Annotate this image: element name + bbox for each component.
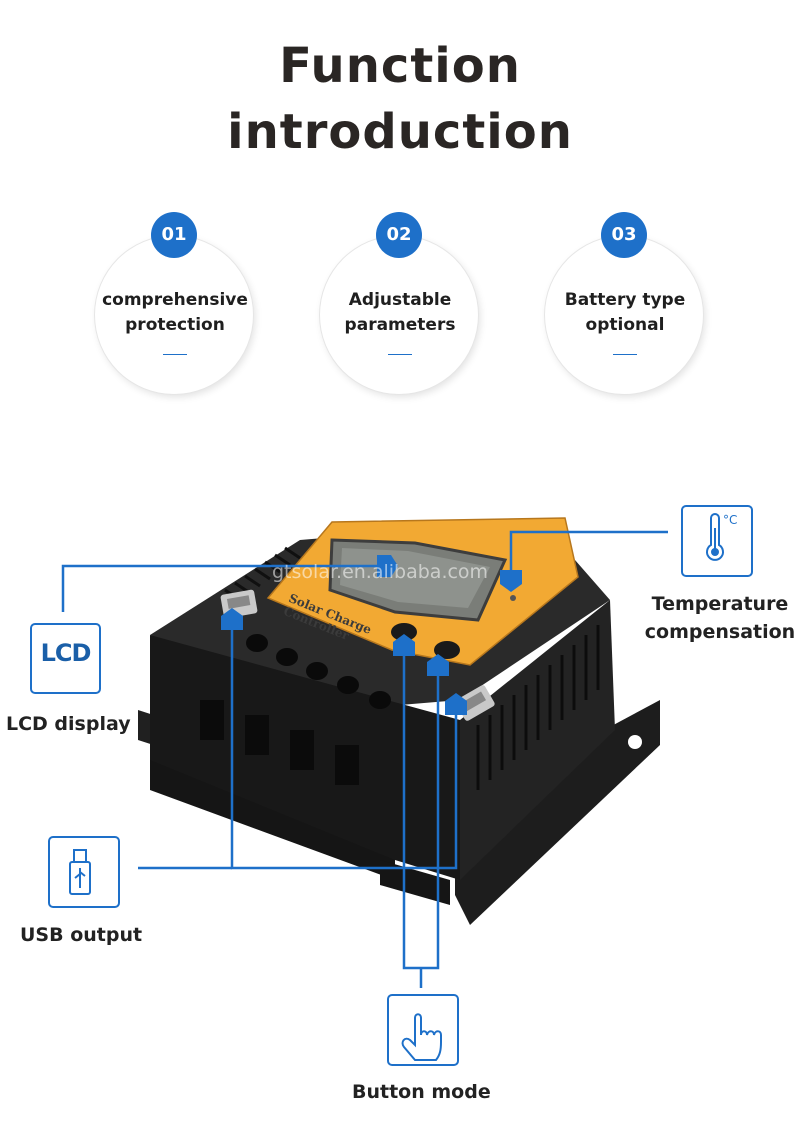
arrow-usb-right — [445, 693, 467, 715]
panel-button-left[interactable] — [391, 623, 417, 641]
feature-line2: parameters — [344, 315, 456, 335]
panel-button-right[interactable] — [434, 641, 460, 659]
mounting-flange-right — [455, 700, 660, 925]
feature-divider — [388, 354, 412, 355]
callout-arrows — [221, 555, 522, 715]
feature-circle — [95, 236, 253, 394]
callout-lines — [61, 530, 668, 988]
thermometer-icon-drawing — [706, 513, 724, 561]
feature-text: Adjustable parameters — [315, 288, 485, 338]
temperature-label-line1: Temperature — [651, 593, 789, 615]
feature-number-badge: 02 — [376, 212, 422, 258]
usb-icon — [48, 836, 120, 908]
temperature-label: Temperature compensation — [640, 590, 800, 646]
lcd-icon: LCD — [30, 623, 101, 694]
arrow-usb-left — [221, 608, 243, 630]
arrow-lcd — [377, 555, 398, 577]
finger-press-icon-drawing — [401, 1013, 442, 1061]
arrow-button-left — [393, 634, 415, 656]
feature-line1: Battery type — [564, 290, 686, 310]
button-mode-label: Button mode — [352, 1081, 491, 1103]
feature-line1: comprehensive — [102, 290, 248, 310]
watermark: gtsolar.en.alibaba.com — [272, 561, 489, 583]
page-title-line2: introduction — [227, 104, 573, 160]
page-title-line1: Function — [279, 38, 521, 94]
thermometer-icon: °C — [681, 505, 753, 577]
feature-line2: protection — [125, 315, 225, 335]
feature-circle — [545, 236, 703, 394]
feature-text: comprehensive protection — [90, 288, 260, 338]
feature-card-parameters: 02 Adjustable parameters — [315, 212, 485, 398]
terminal-blocks — [200, 700, 359, 785]
feature-line1: Adjustable — [348, 290, 452, 310]
feature-card-protection: 01 comprehensive protection — [90, 212, 260, 398]
feature-number-badge: 03 — [601, 212, 647, 258]
feature-text: Battery type optional — [540, 288, 710, 338]
feature-card-battery-type: 03 Battery type optional — [540, 212, 710, 398]
terminal-holes — [246, 634, 391, 709]
arrow-temperature — [500, 570, 522, 592]
temperature-label-line2: compensation — [644, 621, 796, 643]
feature-divider — [613, 354, 637, 355]
finger-press-icon — [387, 994, 459, 1066]
feature-line2: optional — [585, 315, 665, 335]
feature-number-badge: 01 — [151, 212, 197, 258]
lcd-icon-text: LCD — [40, 639, 92, 667]
usb-output-label: USB output — [20, 924, 143, 946]
usb-icon-drawing — [69, 849, 91, 895]
lcd-display-label: LCD display — [6, 713, 131, 735]
celsius-unit: °C — [723, 513, 738, 527]
temperature-sensor — [510, 595, 516, 601]
side-vents — [476, 625, 600, 790]
feature-divider — [163, 354, 187, 355]
feature-circle — [320, 236, 478, 394]
arrow-button-right — [427, 654, 449, 676]
